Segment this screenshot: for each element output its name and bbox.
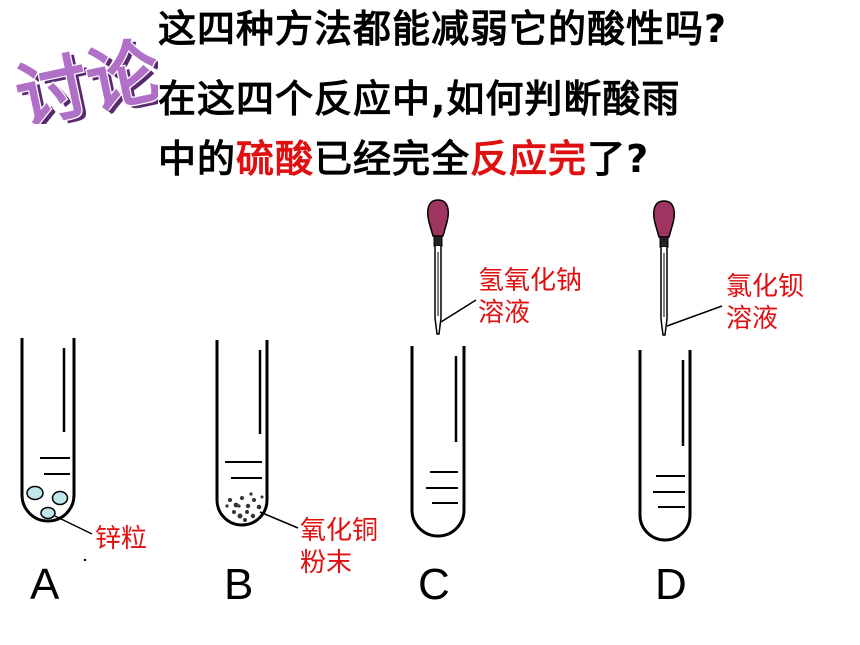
- label-sodium-hydroxide: 氢氧化钠: [478, 266, 583, 296]
- copper-oxide-powder: [225, 492, 264, 522]
- dropper-d: [652, 200, 723, 336]
- question-line-2: 在这四个反应中,如何判断酸雨: [158, 77, 681, 121]
- test-tube-b: [215, 340, 299, 529]
- question-line-3-part-1: 中的: [158, 137, 237, 181]
- question-line-3-part-2: 已经完全: [314, 137, 471, 181]
- label-zinc-granules: 锌粒: [95, 524, 148, 554]
- label-barium-chloride: 氯化钡: [726, 272, 805, 302]
- question-line-3-part-3: 了?: [587, 137, 650, 181]
- test-tube-d: [638, 350, 692, 542]
- discussion-badge: 讨论 讨论: [8, 27, 158, 124]
- highlight-sulfuric-acid: 硫酸: [236, 137, 315, 181]
- dropper-c: [426, 199, 477, 335]
- stray-dot: [83, 558, 87, 562]
- test-tube-a: [20, 338, 93, 535]
- highlight-fully-reacted: 反应完: [470, 137, 588, 181]
- label-solution-d: 溶液: [726, 304, 779, 334]
- label-solution-c: 溶液: [478, 298, 531, 328]
- letter-c: C: [418, 560, 450, 609]
- test-tube-c: [410, 346, 466, 538]
- question-line-3: 中的硫酸已经完全反应完了?: [158, 136, 649, 182]
- letter-a: A: [30, 560, 60, 609]
- label-copper-oxide: 氧化铜: [300, 516, 379, 546]
- label-powder: 粉末: [300, 548, 353, 578]
- letter-d: D: [655, 560, 687, 609]
- letter-b: B: [224, 560, 254, 609]
- question-line-1: 这四种方法都能减弱它的酸性吗?: [158, 7, 728, 51]
